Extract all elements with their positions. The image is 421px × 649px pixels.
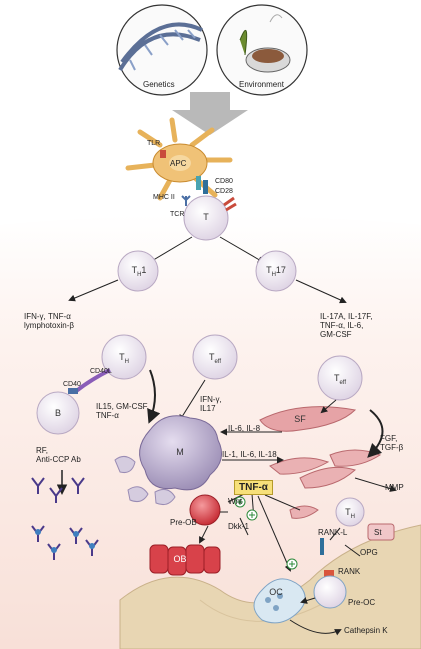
th-cell-left — [101, 334, 147, 380]
opg-label: OPG — [360, 548, 378, 557]
pre-oc-label: Pre-OC — [348, 598, 376, 607]
pre-ob-label: Pre-OB — [170, 518, 197, 527]
cd40-label: CD40 — [63, 381, 81, 388]
cd80-receptor — [196, 176, 201, 190]
macrophage-cell — [139, 415, 223, 491]
cd40l-label: CD40L — [90, 368, 112, 375]
st-label: St — [374, 528, 382, 537]
t-cell-label: T — [203, 212, 209, 222]
osteoclast-cell — [253, 578, 306, 624]
th17-label: TH17 — [266, 265, 286, 278]
ifn-il17-label: IFN-γ, IL17 — [200, 395, 222, 413]
apc-label: APC — [170, 159, 187, 168]
tcr-receptor — [181, 195, 191, 206]
sf-label: SF — [294, 414, 306, 424]
cd80-label: CD80 — [215, 178, 233, 185]
il6-il8-label: IL-6, IL-8 — [228, 424, 261, 433]
th-small-label: TH — [345, 507, 355, 520]
teff-cell-right — [317, 355, 363, 401]
left-cytokines: IFN-γ, TNF-α lymphotoxin-β — [24, 312, 74, 330]
pre-ob-cell — [189, 494, 221, 526]
th-cell-small — [335, 497, 365, 527]
plant-leaf — [239, 29, 248, 56]
tnf-alpha-box: TNF-α — [234, 480, 273, 495]
dna-helix — [118, 22, 203, 72]
stromal-cell — [367, 523, 395, 541]
th17-cell — [255, 250, 297, 292]
b-cell — [36, 391, 80, 435]
il15-label: IL15, GM-CSF, TNF-α — [96, 402, 149, 420]
macrophage-label: M — [176, 447, 184, 457]
th1-cell — [117, 250, 159, 292]
teff-right-label: Teff — [333, 373, 347, 386]
oc-label: OC — [269, 587, 283, 597]
tlr-receptor — [160, 150, 166, 158]
tcr-label: TCR — [170, 211, 185, 218]
il1-il6-il18-label: IL-1, IL-6, IL-18 — [222, 450, 277, 459]
cd28-label: CD28 — [215, 188, 233, 195]
genetics-label: Genetics — [143, 80, 175, 89]
apc-cell — [125, 117, 233, 201]
fgf-label: FGF, TGF-β — [380, 434, 404, 452]
osteoblast-cluster — [149, 544, 221, 576]
causation-arrow — [172, 92, 248, 135]
rankl-label: RANK-L — [318, 528, 348, 537]
rank-label: RANK — [338, 567, 361, 576]
th1-label: TH1 — [131, 265, 147, 278]
mmp-label: MMP — [385, 483, 404, 492]
wnt-label: Wnt — [228, 497, 243, 506]
cd28-receptor — [203, 180, 208, 194]
synovial-fibroblast — [259, 406, 357, 432]
right-cytokines: IL-17A, IL-17F, TNF-α, IL-6, GM-CSF — [320, 312, 373, 339]
teff-cell-middle — [192, 334, 238, 380]
pre-oc-cell — [313, 575, 347, 609]
dkk-label: Dkk-1 — [228, 522, 249, 531]
rank-receptor — [324, 570, 334, 578]
ob-label: OB — [173, 554, 187, 564]
mhc2-label: MHC II — [153, 194, 175, 201]
b-cell-label: B — [54, 408, 61, 418]
t-cell — [183, 195, 229, 241]
th-left-label: TH — [119, 352, 129, 365]
rf-label: RF, Anti-CCP Ab — [36, 446, 81, 464]
genetics-circle — [116, 4, 208, 96]
cathepsin-label: Cathepsin K — [344, 626, 388, 635]
tlr-label: TLR — [147, 140, 161, 147]
environment-label: Environment — [239, 80, 284, 89]
teff-mid-label: Teff — [208, 352, 222, 365]
